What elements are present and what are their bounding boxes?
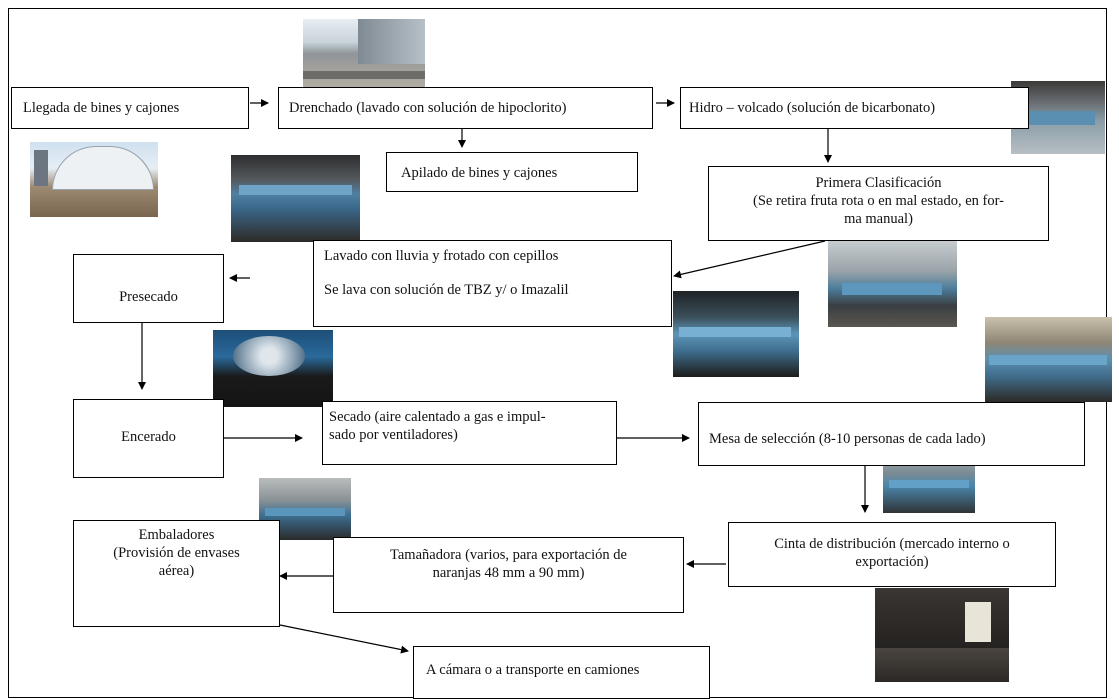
arrow-embaladores-camara	[279, 624, 409, 654]
step-embaladores-line-3: aérea)	[158, 563, 195, 579]
photo-lavado-tbz	[673, 291, 799, 377]
step-secado-line-2: sado por ventiladores)	[329, 427, 458, 443]
step-encerado-label: Encerado	[121, 429, 176, 445]
step-lavado: Lavado con lluvia y frotado con cepillos…	[313, 240, 672, 327]
step-presecado: Presecado	[73, 254, 224, 323]
step-embaladores: Embaladores (Provisión de envases aérea)	[73, 520, 280, 627]
step-cinta-line-1: Cinta de distribución (mercado interno o	[774, 536, 1010, 552]
arrow-primera-lavado	[673, 240, 826, 279]
step-embaladores-line-1: Embaladores	[138, 527, 215, 543]
step-primera-line-2: (Se retira fruta rota o en mal estado, e…	[753, 193, 1004, 209]
step-camara-label: A cámara o a transporte en camiones	[426, 662, 640, 678]
photo-lavado-machine	[231, 155, 360, 242]
step-drenchado-label: Drenchado (lavado con solución de hipocl…	[289, 100, 567, 116]
step-llegada-label: Llegada de bines y cajones	[23, 100, 180, 116]
step-tamanadora-line-1: Tamañadora (varios, para exportación de	[390, 547, 627, 563]
step-apilado-label: Apilado de bines y cajones	[401, 165, 558, 181]
step-mesa-label: Mesa de selección (8-10 personas de cada…	[709, 431, 986, 447]
step-presecado-label: Presecado	[119, 289, 178, 305]
photo-ventilador	[213, 330, 333, 407]
step-lavado-line-2: Se lava con solución de TBZ y/ o Imazali…	[324, 282, 569, 298]
photo-mesa-seleccion	[985, 317, 1112, 402]
step-lavado-line-1: Lavado con lluvia y frotado con cepillos	[324, 248, 559, 264]
step-hidro-label: Hidro – volcado (solución de bicarbonato…	[689, 100, 936, 116]
step-primera-line-3: ma manual)	[844, 211, 913, 227]
step-primera-clasificacion: Primera Clasificación (Se retira fruta r…	[708, 166, 1049, 241]
photo-primera-clasificacion	[828, 241, 957, 327]
step-secado-line-1: Secado (aire calentado a gas e impul-	[329, 409, 546, 425]
step-drenchado: Drenchado (lavado con solución de hipocl…	[278, 87, 653, 129]
step-llegada: Llegada de bines y cajones	[11, 87, 249, 129]
step-mesa-seleccion: Mesa de selección (8-10 personas de cada…	[698, 402, 1085, 466]
step-tamanadora-line-2: naranjas 48 mm a 90 mm)	[432, 565, 585, 581]
step-cinta-distribucion: Cinta de distribución (mercado interno o…	[728, 522, 1056, 587]
step-primera-line-1: Primera Clasificación	[815, 175, 942, 191]
step-camara: A cámara o a transporte en camiones	[413, 646, 710, 699]
step-cinta-line-2: exportación)	[855, 554, 929, 570]
photo-drenchado-area	[303, 19, 425, 96]
step-encerado: Encerado	[73, 399, 224, 478]
step-embaladores-line-2: (Provisión de envases	[113, 545, 240, 561]
step-tamanadora: Tamañadora (varios, para exportación de …	[333, 537, 684, 613]
step-secado: Secado (aire calentado a gas e impul- sa…	[322, 401, 617, 465]
photo-camara	[875, 588, 1009, 682]
step-apilado: Apilado de bines y cajones	[386, 152, 638, 192]
step-hidro-volcado: Hidro – volcado (solución de bicarbonato…	[680, 87, 1029, 129]
photo-warehouse-exterior	[30, 142, 158, 217]
